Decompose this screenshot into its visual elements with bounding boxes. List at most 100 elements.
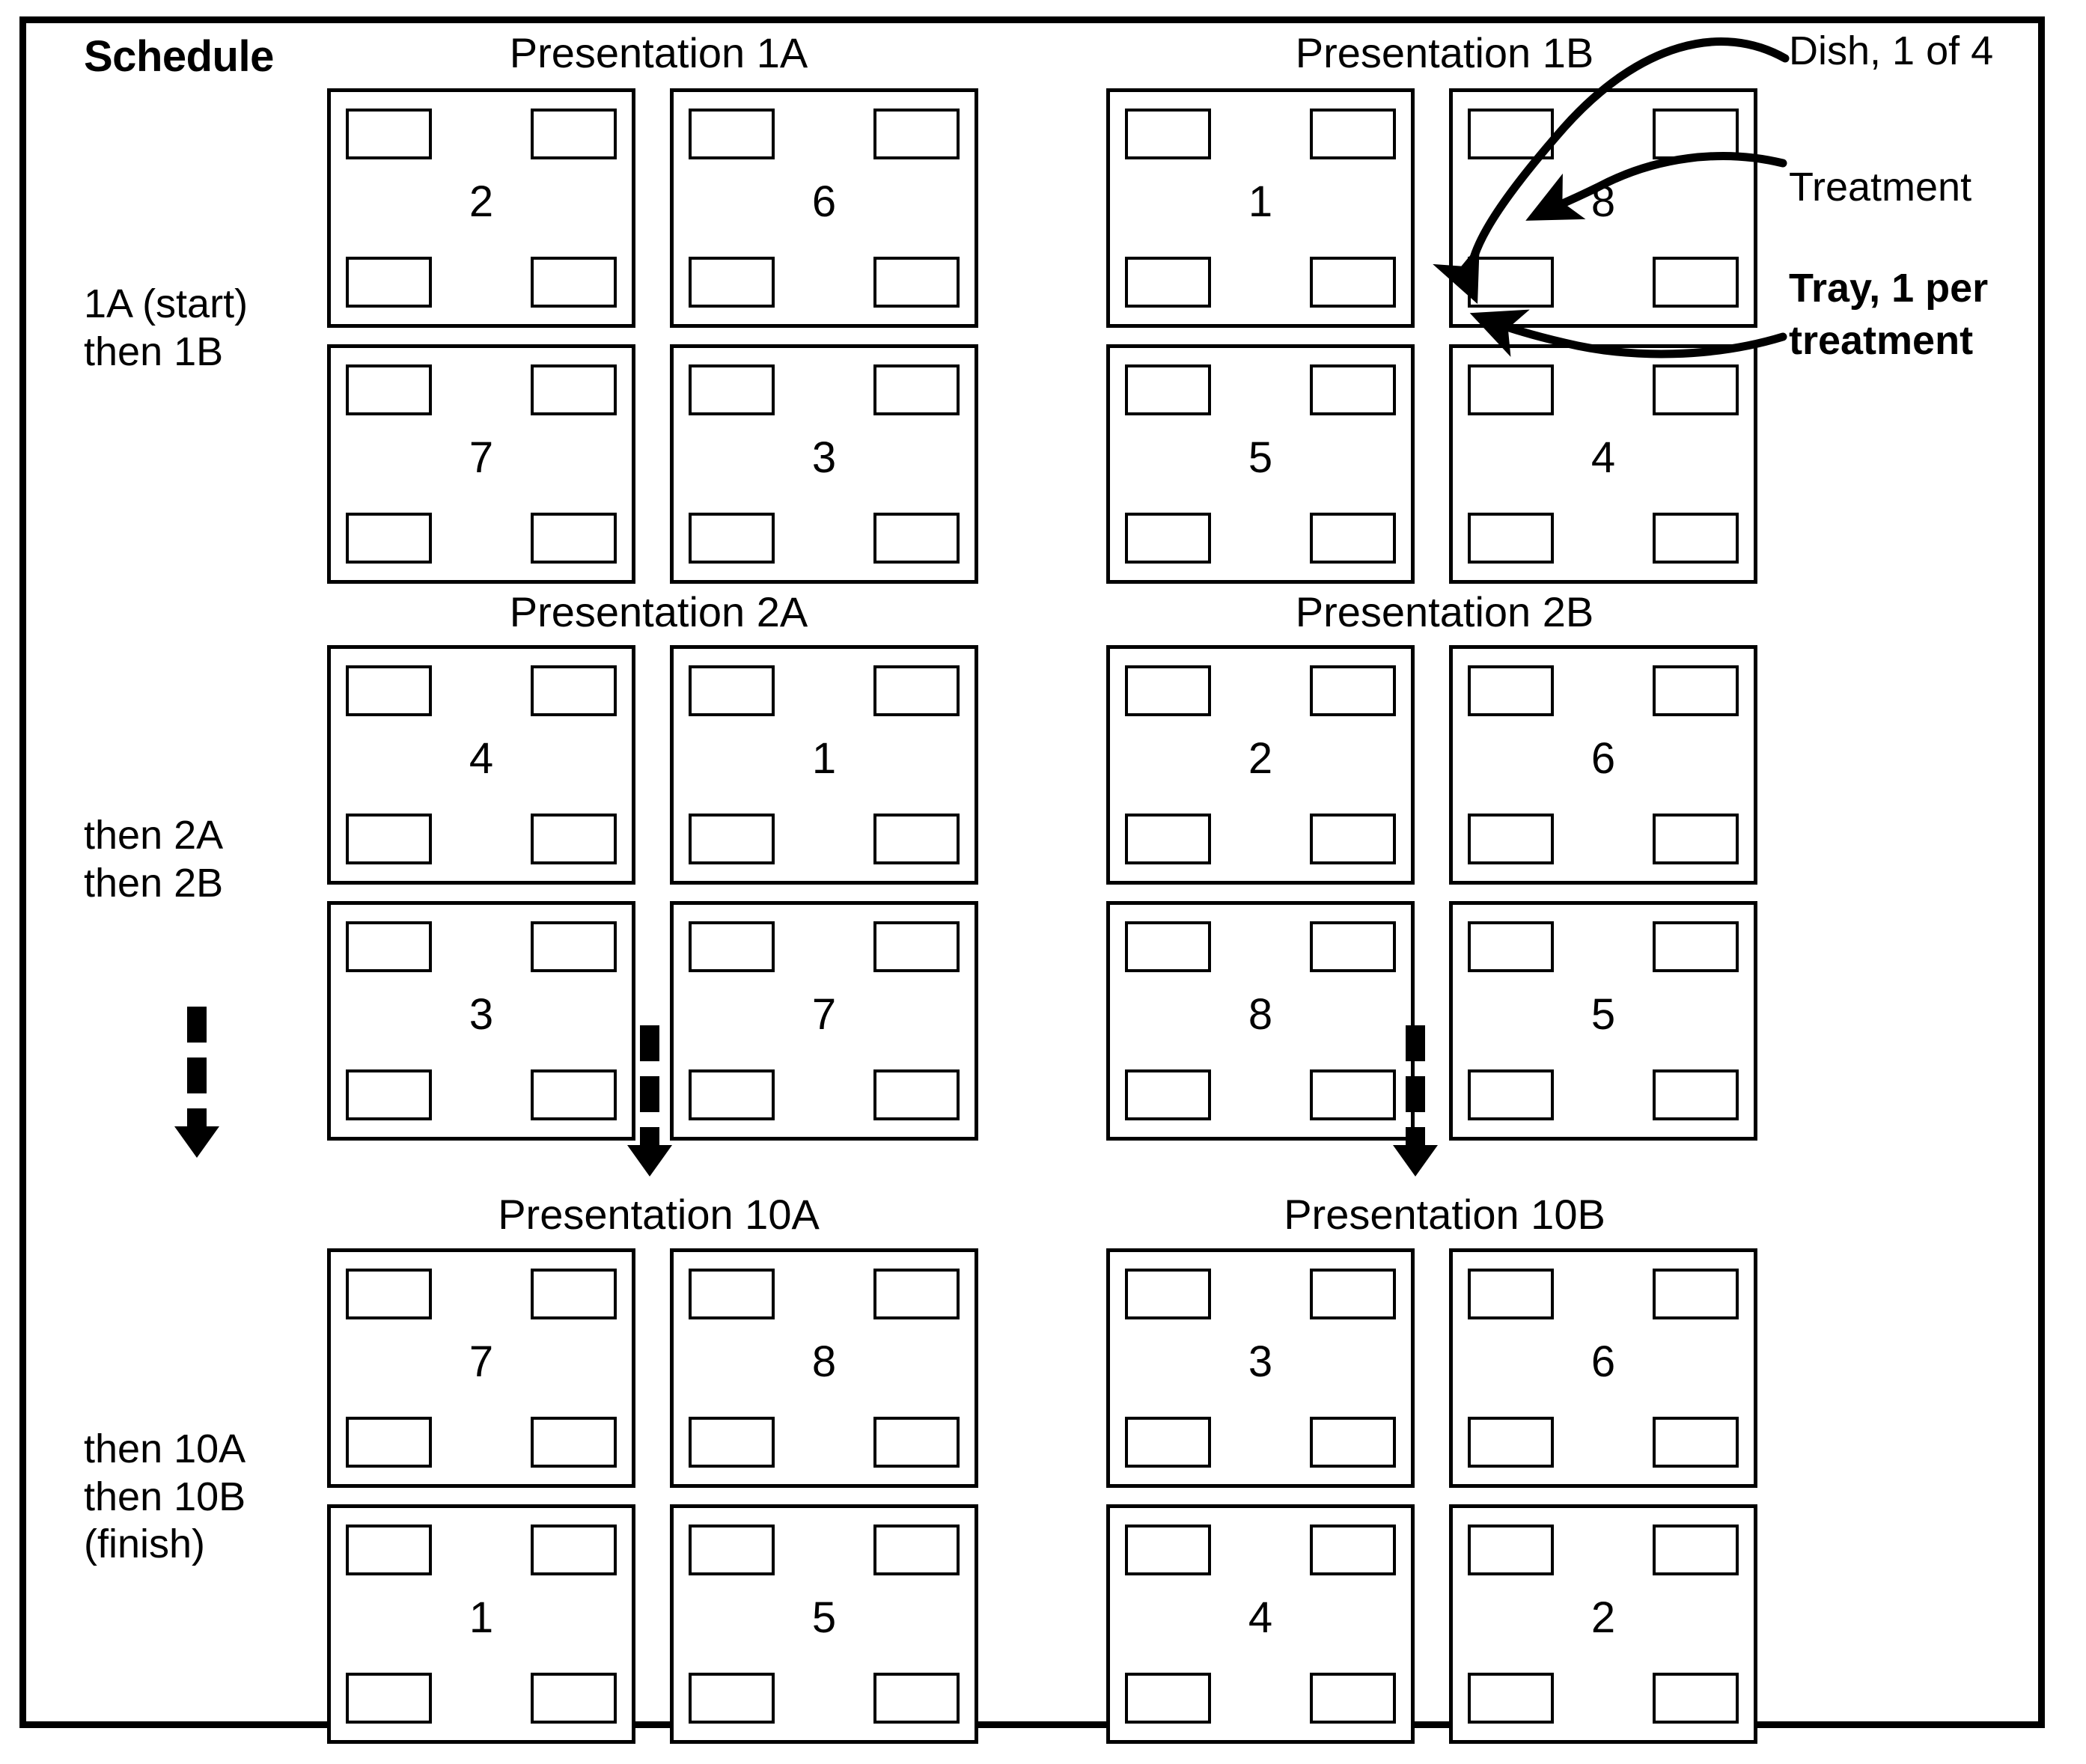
- tray-10b-1-treatment-number: 3: [1248, 1337, 1273, 1386]
- treatment-callout-label: Treatment: [1789, 165, 1972, 210]
- tray-10a-3: 1: [327, 1504, 635, 1744]
- tray-1b-3-dish-tl: [1125, 364, 1211, 415]
- step-1-label: 1A (start)then 1B: [84, 281, 248, 376]
- tray-10b-2-dish-tl: [1468, 1268, 1554, 1319]
- tray-1b-2-dish-br: [1653, 257, 1739, 308]
- tray-10a-3-dish-tr: [531, 1524, 617, 1575]
- tray-2b-4-dish-tl: [1468, 921, 1554, 972]
- tray-2a-3-dish-br: [531, 1069, 617, 1121]
- tray-1a-2-treatment-number: 6: [811, 177, 837, 226]
- tray-1b-1-treatment-number: 1: [1248, 177, 1273, 226]
- tray-1b-2-treatment-number: 8: [1591, 177, 1616, 226]
- tray-10b-1-dish-tl: [1125, 1268, 1211, 1319]
- tray-2b-3-dish-br: [1310, 1069, 1396, 1121]
- tray-2a-3-dish-tr: [531, 921, 617, 972]
- tray-2b-1-dish-tl: [1125, 665, 1211, 716]
- schedule-flow-arrow-mid-dash-2: [640, 1076, 659, 1112]
- schedule-flow-arrow-right-dash-2: [1406, 1076, 1425, 1112]
- tray-1b-4-dish-br: [1653, 513, 1739, 564]
- tray-1a-3-dish-tl: [346, 364, 432, 415]
- tray-10b-2-dish-br: [1653, 1417, 1739, 1468]
- tray-1b-3-dish-tr: [1310, 364, 1396, 415]
- tray-1b-3: 5: [1106, 344, 1415, 584]
- tray-10a-4-treatment-number: 5: [811, 1593, 837, 1642]
- tray-10a-2: 8: [670, 1248, 978, 1488]
- tray-10b-3: 4: [1106, 1504, 1415, 1744]
- schedule-flow-arrow-left: [174, 1007, 219, 1158]
- tray-1b-1-dish-br: [1310, 257, 1396, 308]
- tray-10a-4-dish-bl: [689, 1673, 775, 1724]
- tray-2a-2-treatment-number: 1: [811, 733, 837, 783]
- tray-1b-2: 8: [1449, 88, 1757, 328]
- tray-2b-1: 2: [1106, 645, 1415, 885]
- tray-2a-1-dish-tr: [531, 665, 617, 716]
- tray-1b-4-dish-tr: [1653, 364, 1739, 415]
- tray-1a-3-dish-bl: [346, 513, 432, 564]
- tray-2b-3-dish-tl: [1125, 921, 1211, 972]
- tray-10a-3-dish-br: [531, 1673, 617, 1724]
- tray-10b-4-dish-bl: [1468, 1673, 1554, 1724]
- tray-10a-1-dish-tr: [531, 1268, 617, 1319]
- tray-1b-4-dish-tl: [1468, 364, 1554, 415]
- tray-2b-4-treatment-number: 5: [1591, 989, 1616, 1039]
- tray-1a-2-dish-tr: [873, 108, 960, 159]
- schedule-flow-arrow-mid: [627, 1025, 672, 1176]
- tray-10b-4-dish-tl: [1468, 1524, 1554, 1575]
- tray-10b-4-dish-br: [1653, 1673, 1739, 1724]
- tray-10a-2-treatment-number: 8: [811, 1337, 837, 1386]
- schedule-flow-arrow-left-dash-1: [187, 1007, 207, 1043]
- tray-10b-3-treatment-number: 4: [1248, 1593, 1273, 1642]
- tray-1b-2-dish-tl: [1468, 108, 1554, 159]
- tray-2a-1-dish-bl: [346, 814, 432, 865]
- tray-2b-4-dish-br: [1653, 1069, 1739, 1121]
- tray-10a-3-treatment-number: 1: [469, 1593, 494, 1642]
- tray-2b-1-dish-bl: [1125, 814, 1211, 865]
- tray-2b-2-treatment-number: 6: [1591, 733, 1616, 783]
- tray-10a-3-dish-tl: [346, 1524, 432, 1575]
- tray-2b-2-dish-bl: [1468, 814, 1554, 865]
- tray-2a-2-dish-bl: [689, 814, 775, 865]
- tray-2a-1-treatment-number: 4: [469, 733, 494, 783]
- tray-2b-3-treatment-number: 8: [1248, 989, 1273, 1039]
- tray-2a-2-dish-tl: [689, 665, 775, 716]
- tray-1a-3-dish-tr: [531, 364, 617, 415]
- tray-1b-4: 4: [1449, 344, 1757, 584]
- tray-2a-3-dish-tl: [346, 921, 432, 972]
- tray-2a-3-dish-bl: [346, 1069, 432, 1121]
- tray-10a-4: 5: [670, 1504, 978, 1744]
- tray-1a-4-dish-tr: [873, 364, 960, 415]
- tray-10b-1-dish-bl: [1125, 1417, 1211, 1468]
- tray-2b-2-dish-tl: [1468, 665, 1554, 716]
- tray-2b-2-dish-br: [1653, 814, 1739, 865]
- tray-2a-2-dish-br: [873, 814, 960, 865]
- tray-2a-4-dish-br: [873, 1069, 960, 1121]
- tray-10a-4-dish-br: [873, 1673, 960, 1724]
- tray-1a-4-dish-br: [873, 513, 960, 564]
- schedule-flow-arrow-mid-dash-1: [640, 1025, 659, 1061]
- panel-title-1a: Presentation 1A: [509, 29, 808, 76]
- tray-10b-3-dish-br: [1310, 1673, 1396, 1724]
- tray-10b-2-treatment-number: 6: [1591, 1337, 1616, 1386]
- tray-1a-1-dish-bl: [346, 257, 432, 308]
- tray-10a-1-dish-bl: [346, 1417, 432, 1468]
- schedule-flow-arrow-mid-arrowhead-icon: [627, 1145, 672, 1176]
- tray-2a-1: 4: [327, 645, 635, 885]
- tray-10a-3-dish-bl: [346, 1673, 432, 1724]
- tray-1b-1-dish-tr: [1310, 108, 1396, 159]
- panel-title-1b: Presentation 1B: [1295, 29, 1594, 76]
- tray-10a-1-dish-tl: [346, 1268, 432, 1319]
- page-title: Schedule: [84, 32, 274, 81]
- schedule-flow-arrow-mid-dash-3: [640, 1127, 659, 1147]
- tray-10a-4-dish-tr: [873, 1524, 960, 1575]
- tray-10a-2-dish-tl: [689, 1268, 775, 1319]
- step-1-line-0: 1A (start): [84, 281, 248, 326]
- tray-2b-1-treatment-number: 2: [1248, 733, 1273, 783]
- tray-1a-4-treatment-number: 3: [811, 433, 837, 482]
- tray-1a-4-dish-tl: [689, 364, 775, 415]
- tray-1b-3-treatment-number: 5: [1248, 433, 1273, 482]
- tray-1b-1-dish-bl: [1125, 257, 1211, 308]
- tray-1a-2-dish-br: [873, 257, 960, 308]
